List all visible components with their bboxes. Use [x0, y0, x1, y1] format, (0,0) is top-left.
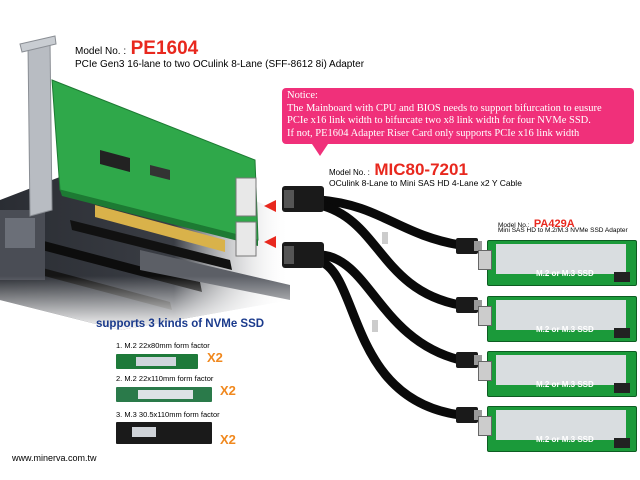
ssd-item-label: 1. M.2 22x80mm form factor [116, 341, 210, 350]
pa429a-description: Mini SAS HD to M.2/M.3 NVMe SSD Adapter [498, 227, 628, 234]
adapter-card: M.2 or M.3 SSD [478, 406, 637, 452]
website-url: www.minerva.com.tw [12, 453, 97, 463]
notice-line-3: If not, PE1604 Adapter Riser Card only s… [287, 127, 580, 139]
pa429a-model: PA429A [533, 218, 575, 230]
mic80-model-line: Model No. : MIC80-7201 [329, 160, 468, 180]
mic80-model-prefix: Model No. : [329, 168, 370, 177]
adapter-card-label: M.2 or M.3 SSD [536, 380, 594, 389]
adapter-card-label: M.2 or M.3 SSD [536, 325, 594, 334]
adapter-card-label: M.2 or M.3 SSD [536, 435, 594, 444]
mic80-model: MIC80-7201 [374, 160, 468, 179]
adapter-card-label: M.2 or M.3 SSD [536, 269, 594, 278]
pe1604-model-line: Model No. : PE1604 [75, 38, 198, 60]
m3-ssd-image [116, 422, 212, 444]
mic80-description: OCulink 8-Lane to Mini SAS HD 4-Lane x2 … [329, 178, 522, 188]
pe1604-description: PCIe Gen3 16-lane to two OCulink 8-Lane … [75, 59, 365, 70]
ssd-sticker [132, 427, 156, 437]
ssd-qty: X2 [207, 350, 223, 365]
pe1604-card-photo [19, 35, 276, 257]
pe1604-model-prefix: Model No. : [75, 46, 127, 57]
adapter-card: M.2 or M.3 SSD [478, 296, 637, 342]
ssd-section-title: supports 3 kinds of NVMe SSD [96, 318, 265, 330]
adapter-card: M.2 or M.3 SSD [478, 351, 637, 397]
ssd-item-label: 2. M.2 22x110mm form factor [116, 374, 214, 383]
notice-title: Notice: [287, 90, 318, 101]
notice-box: Notice: The Mainboard with CPU and BIOS … [282, 88, 634, 156]
notice-line-2: PCIe x16 link width to bifurcate two x8 … [287, 115, 591, 127]
pa429a-model-prefix: Model No.: [498, 222, 530, 229]
ssd-qty: X2 [220, 432, 236, 447]
pa429a-model-line: Model No.: PA429A [498, 214, 575, 232]
notice-line-1: The Mainboard with CPU and BIOS needs to… [287, 102, 602, 114]
ssd-sticker [138, 390, 193, 399]
ssd-qty: X2 [220, 383, 236, 398]
pe1604-model: PE1604 [130, 38, 199, 59]
adapter-card: M.2 or M.3 SSD [478, 240, 637, 286]
ssd-item-label: 3. M.3 30.5x110mm form factor [116, 410, 220, 419]
ssd-sticker [136, 357, 176, 366]
